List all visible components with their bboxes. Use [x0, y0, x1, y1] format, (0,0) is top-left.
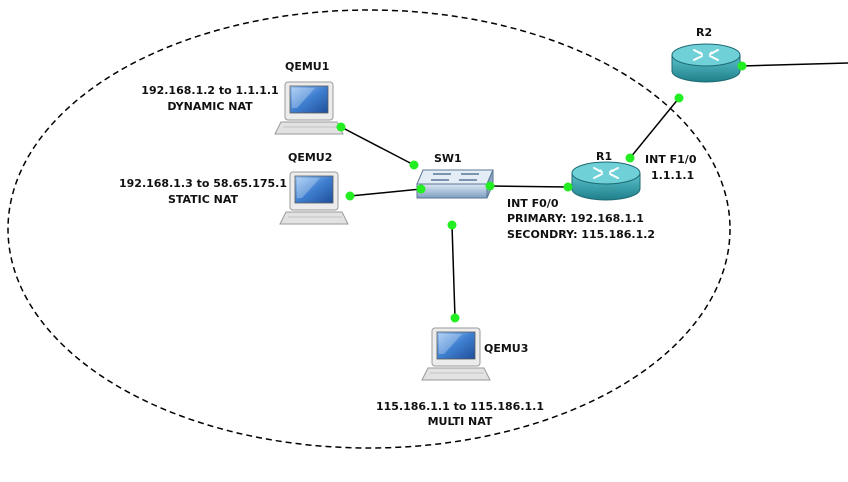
link-sw1-r1 [489, 185, 569, 188]
sw1-switch-icon[interactable] [416, 169, 494, 199]
link-qemu1-sw1 [340, 126, 415, 166]
qemu2-nat-type: STATIC NAT [167, 193, 239, 206]
link-r2-external [741, 62, 848, 67]
r1-primary-ip: PRIMARY: 192.168.1.1 [507, 212, 644, 225]
r1-int-f00-label: INT F0/0 [507, 197, 559, 210]
nat-boundary-ellipse [7, 9, 731, 449]
port-dot [450, 313, 460, 323]
qemu1-nat-ip: 192.168.1.2 to 1.1.1.1 [141, 84, 279, 97]
sw1-label: SW1 [434, 152, 462, 165]
r2-label: R2 [696, 26, 713, 39]
port-dot [447, 220, 457, 230]
qemu3-computer-icon[interactable] [421, 327, 491, 381]
port-dot [563, 182, 573, 192]
qemu2-nat-ip: 192.168.1.3 to 58.65.175.1 [118, 177, 287, 190]
qemu3-nat-ip: 115.186.1.1 to 115.186.1.1 [375, 400, 544, 413]
r1-label: R1 [596, 150, 613, 163]
r1-int-f10-ip: 1.1.1.1 [651, 169, 695, 182]
r1-secondary-ip: SECONDRY: 115.186.1.2 [507, 228, 656, 241]
link-r1-r2 [629, 97, 680, 159]
r1-int-f10-label: INT F1/0 [645, 153, 697, 166]
link-qemu3-sw1 [451, 224, 456, 319]
port-dot [674, 93, 684, 103]
port-dot [409, 160, 419, 170]
qemu3-nat-type: MULTI NAT [427, 415, 493, 428]
port-dot [737, 61, 747, 71]
qemu1-nat-type: DYNAMIC NAT [167, 100, 253, 113]
port-dot [345, 191, 355, 201]
port-dot [336, 122, 346, 132]
port-dot [485, 181, 495, 191]
port-dot [625, 153, 635, 163]
port-dot [416, 184, 426, 194]
r1-router-icon[interactable] [571, 161, 641, 201]
r2-router-icon[interactable] [671, 43, 741, 83]
link-qemu2-sw1 [349, 188, 422, 197]
qemu1-label: QEMU1 [285, 60, 330, 73]
qemu2-label: QEMU2 [288, 151, 333, 164]
qemu3-label: QEMU3 [484, 342, 529, 355]
